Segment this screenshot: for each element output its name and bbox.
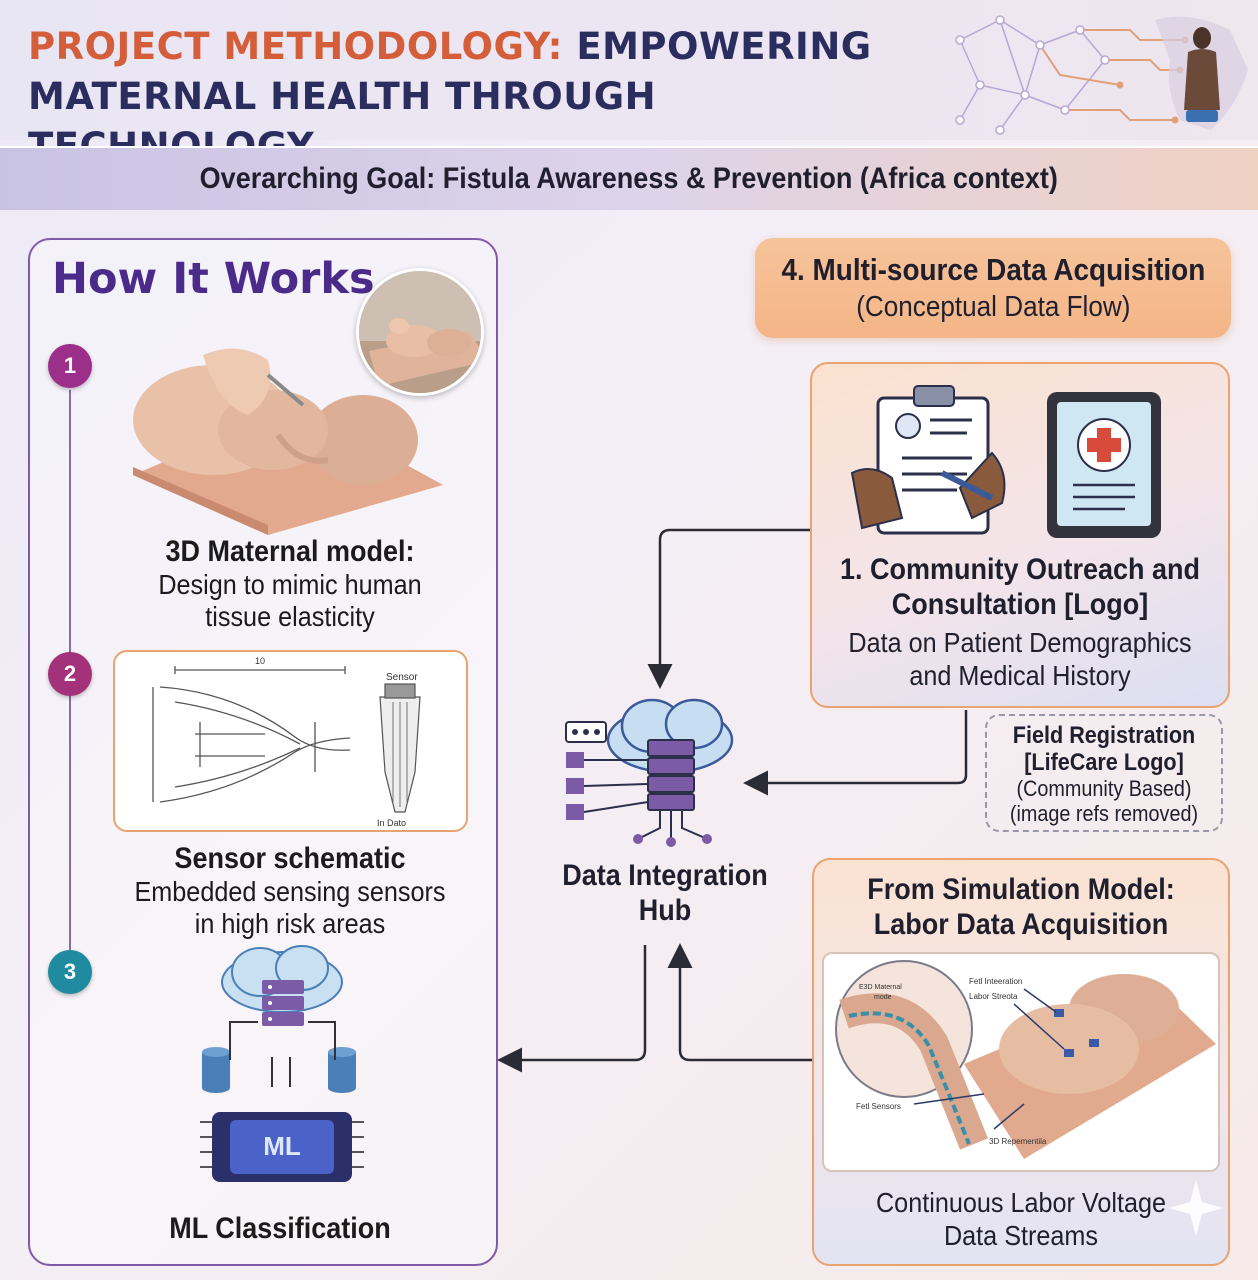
step-3-title: ML Classification xyxy=(169,1212,391,1245)
header-banner xyxy=(0,0,1258,140)
hub-label: Data Integration Hub xyxy=(553,858,778,928)
outreach-desc-line1: Data on Patient Demographics xyxy=(848,627,1192,658)
schematic-label-dim: 10 xyxy=(255,656,265,666)
schematic-label-in-data: In Dato xyxy=(377,818,406,828)
sim-label-mode: mode xyxy=(874,994,892,1001)
arrow-outreach-to-hub xyxy=(647,528,810,689)
hub-widget-icons xyxy=(565,721,607,820)
title-accent: PROJECT METHODOLOGY: xyxy=(28,25,563,68)
sensor-schematic-card: Sensor In Dato 10 xyxy=(113,650,468,832)
outreach-desc-line2: and Medical History xyxy=(909,660,1131,691)
step-3-caption: ML Classification xyxy=(90,1212,470,1246)
ml-chip-label: ML xyxy=(263,1131,301,1161)
simulation-model-illustration: Fetl Inteeration Labor Streota E3D Mater… xyxy=(835,960,1216,1159)
step-2-caption: Sensor schematic Embedded sensing sensor… xyxy=(90,842,490,940)
outreach-text: 1. Community Outreach and Consultation [… xyxy=(810,552,1230,692)
simulation-image: Fetl Inteeration Labor Streota E3D Mater… xyxy=(822,952,1220,1172)
how-it-works-title: How It Works xyxy=(52,254,375,304)
data-hub-cloud-icon xyxy=(565,698,734,847)
sim-foot-line2: Data Streams xyxy=(943,1220,1099,1251)
hub-label-line1: Data Integration xyxy=(562,859,768,892)
database-right-icon xyxy=(328,1047,356,1093)
simulation-footer: Continuous Labor Voltage Data Streams xyxy=(812,1186,1230,1252)
sim-label-streams: Labor Streota xyxy=(969,992,1018,1001)
step-2-title: Sensor schematic xyxy=(174,842,406,875)
hub-label-line2: Hub xyxy=(638,894,692,927)
simulation-title-line1: From Simulation Model: xyxy=(867,873,1175,906)
outreach-title-line1: 1. Community Outreach and xyxy=(839,553,1201,586)
acquisition-subtitle: (Conceptual Data Flow) xyxy=(855,291,1131,323)
step-2-badge: 2 xyxy=(48,652,92,696)
step-2-desc-line2: in high risk areas xyxy=(194,908,386,939)
goal-bar: Overarching Goal: Fistula Awareness & Pr… xyxy=(0,146,1258,210)
network-graphic xyxy=(955,15,1248,135)
field-registration-box: Field Registration [LifeCare Logo] (Comm… xyxy=(985,714,1223,832)
woman-figure-icon xyxy=(1184,27,1220,122)
acquisition-title: 4. Multi-source Data Acquisition xyxy=(781,252,1205,287)
step-3-badge: 3 xyxy=(48,950,92,994)
step-1-desc-line2: tissue elasticity xyxy=(205,601,375,632)
field-title-line2: [LifeCare Logo] xyxy=(1024,749,1184,776)
sim-label-integration: Fetl Inteeration xyxy=(969,977,1022,986)
step-1-title: 3D Maternal model: xyxy=(165,535,415,568)
simulation-title: From Simulation Model: Labor Data Acquis… xyxy=(812,872,1230,942)
medical-tablet-icon xyxy=(1047,392,1161,538)
title-rest: EMPOWERING xyxy=(562,25,872,68)
database-left-icon xyxy=(202,1047,230,1093)
field-title-line1: Field Registration xyxy=(1012,722,1196,749)
server-icon xyxy=(262,980,304,1026)
simulation-title-line2: Labor Data Acquisition xyxy=(873,908,1169,941)
goal-text: Overarching Goal: Fistula Awareness & Pr… xyxy=(199,162,1059,195)
arrow-hub-to-ml xyxy=(497,945,647,1073)
acquisition-title-box: 4. Multi-source Data Acquisition (Concep… xyxy=(755,238,1231,338)
field-sub-line2: (image refs removed) xyxy=(1009,801,1199,826)
step-1-caption: 3D Maternal model: Design to mimic human… xyxy=(90,535,490,633)
step-2-desc-line1: Embedded sensing sensors xyxy=(134,876,446,907)
sensor-schematic-diagram: Sensor In Dato 10 xyxy=(152,656,421,828)
outreach-title-line2: Consultation [Logo] xyxy=(891,588,1149,621)
sim-foot-line1: Continuous Labor Voltage xyxy=(875,1187,1167,1218)
schematic-label-sensor: Sensor xyxy=(386,672,418,683)
sim-label-sensors: Fetl Sensors xyxy=(856,1102,901,1111)
field-sub-line1: (Community Based) xyxy=(1016,776,1192,801)
sim-label-rep: 3D Repementila xyxy=(989,1137,1047,1146)
ml-cloud-icon: ML xyxy=(200,945,364,1182)
arrow-sim-to-hub xyxy=(667,943,812,1062)
arrow-field-to-hub xyxy=(743,710,968,796)
hub-server-icon xyxy=(647,739,695,811)
step-1-desc-line1: Design to mimic human xyxy=(158,569,422,600)
step-1-badge: 1 xyxy=(48,344,92,388)
sim-label-maternal: E3D Maternal xyxy=(859,984,902,991)
maternal-model-image xyxy=(133,348,443,535)
clipboard-icon xyxy=(850,385,1006,535)
